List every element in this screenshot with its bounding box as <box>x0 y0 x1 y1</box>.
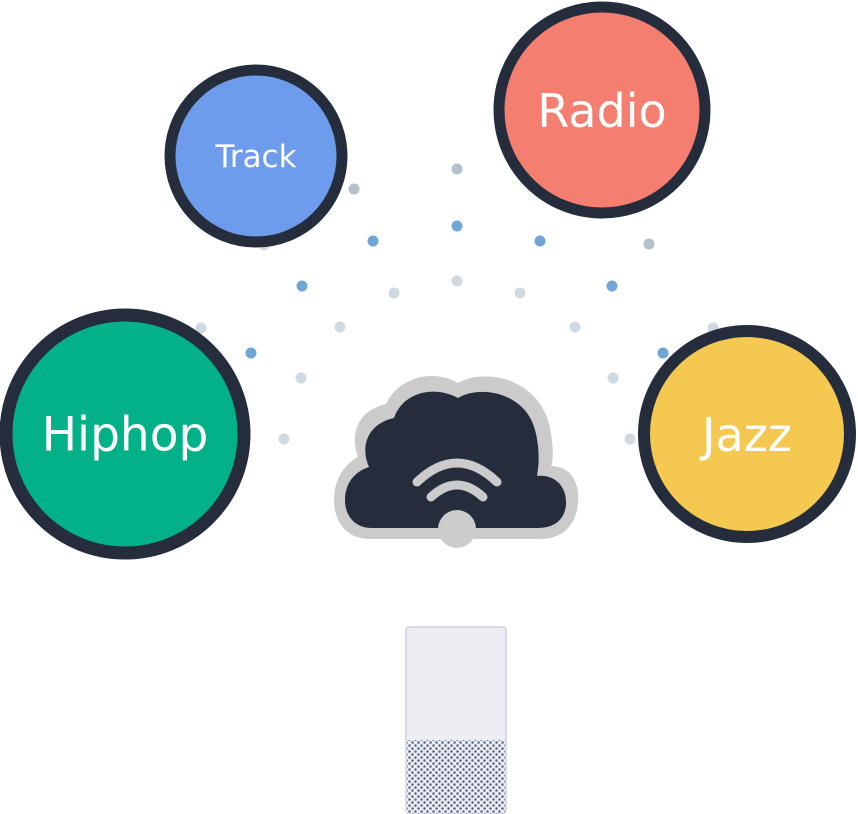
signal-dot <box>606 280 618 292</box>
bubble-track[interactable]: Track <box>164 64 348 248</box>
signal-dot <box>195 322 207 334</box>
bubble-radio-circle <box>493 1 711 219</box>
signal-dot <box>245 347 257 359</box>
signal-dot <box>278 433 290 445</box>
signal-dot <box>296 280 308 292</box>
signal-dot <box>643 238 655 250</box>
speaker-grille <box>407 740 505 814</box>
wifi-arc-outer <box>412 458 502 487</box>
bubble-hiphop-circle <box>0 308 251 560</box>
signal-dot <box>451 275 463 287</box>
bubble-radio-label: Radio <box>537 84 666 138</box>
signal-dot <box>624 433 636 445</box>
signal-dot <box>334 321 346 333</box>
signal-dot <box>569 321 581 333</box>
wifi-arc-inner <box>426 480 488 502</box>
signal-dot <box>388 287 400 299</box>
signal-dot <box>534 235 546 247</box>
bubble-jazz-circle <box>638 325 856 543</box>
bubble-track-label: Track <box>214 139 296 175</box>
signal-dot <box>367 235 379 247</box>
smart-speaker-icon <box>405 626 507 814</box>
signal-dot <box>451 163 463 175</box>
signal-dot <box>514 287 526 299</box>
bubble-hiphop[interactable]: Hiphop <box>0 308 251 560</box>
signal-dot <box>451 220 463 232</box>
cloud-connector <box>438 510 476 548</box>
bubble-track-circle <box>164 64 348 248</box>
signal-dot <box>348 183 360 195</box>
cloud-wifi-icon <box>334 375 579 548</box>
bubble-hiphop-label: Hiphop <box>42 408 209 463</box>
bubble-jazz-label: Jazz <box>699 408 792 462</box>
bubble-jazz[interactable]: Jazz <box>638 325 856 543</box>
signal-dot <box>295 372 307 384</box>
signal-dots <box>195 163 719 445</box>
signal-dot <box>657 347 669 359</box>
signal-dot <box>607 372 619 384</box>
bubble-radio[interactable]: Radio <box>493 1 711 219</box>
